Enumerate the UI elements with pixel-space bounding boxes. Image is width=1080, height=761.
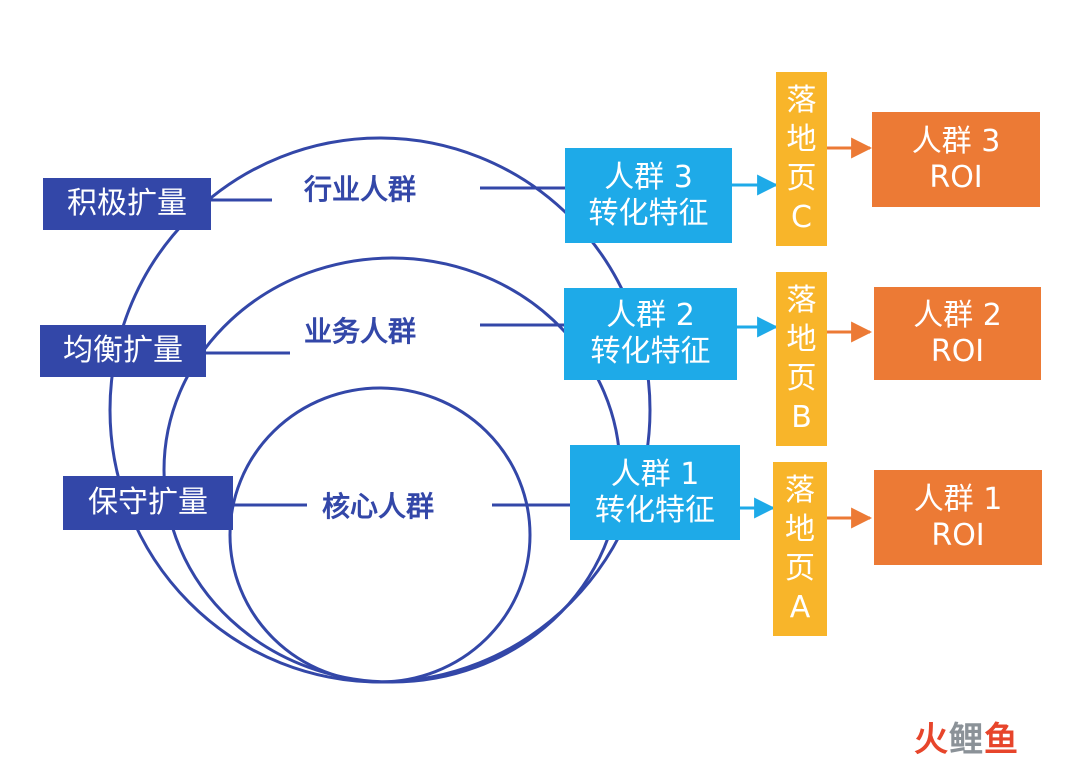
watermark-logo: 火 鲤 鱼 bbox=[914, 712, 1019, 761]
roi-2-box: 人群 2 ROI bbox=[874, 287, 1041, 380]
tier-active-box: 积极扩量 bbox=[43, 178, 211, 230]
roi-2-line2: ROI bbox=[930, 333, 985, 369]
tier-conservative-box: 保守扩量 bbox=[63, 476, 233, 530]
landing-page-b-char-4: B bbox=[791, 400, 812, 435]
roi-3-line2: ROI bbox=[929, 159, 983, 195]
landing-page-a-char-3: 页 bbox=[785, 551, 815, 586]
landing-page-c-char-4: C bbox=[791, 200, 812, 235]
feature-1-box: 人群 1 转化特征 bbox=[570, 445, 740, 540]
landing-page-b-char-1: 落 bbox=[786, 283, 817, 318]
tier-conservative-label: 保守扩量 bbox=[88, 485, 208, 520]
landing-page-a-char-2: 地 bbox=[785, 512, 815, 547]
feature-2-box: 人群 2 转化特征 bbox=[564, 288, 737, 380]
roi-2-line1: 人群 2 bbox=[913, 297, 1002, 333]
feature-2-line2: 转化特征 bbox=[590, 334, 711, 369]
segment-industry-label: 行业人群 bbox=[298, 168, 423, 208]
feature-2-line1: 人群 2 bbox=[606, 298, 695, 333]
roi-1-box: 人群 1 ROI bbox=[874, 470, 1042, 565]
landing-page-b-box: 落 地 页 B bbox=[776, 272, 827, 446]
landing-page-a-box: 落 地 页 A bbox=[773, 462, 827, 636]
tier-balanced-box: 均衡扩量 bbox=[40, 325, 206, 377]
feature-1-line1: 人群 1 bbox=[610, 456, 700, 492]
landing-page-b-char-2: 地 bbox=[786, 322, 817, 357]
tier-active-label: 积极扩量 bbox=[67, 186, 187, 221]
tier-balanced-label: 均衡扩量 bbox=[63, 333, 183, 368]
landing-page-c-char-2: 地 bbox=[786, 122, 817, 157]
roi-1-line1: 人群 1 bbox=[913, 481, 1003, 517]
feature-3-line1: 人群 3 bbox=[604, 159, 693, 195]
roi-3-line1: 人群 3 bbox=[911, 123, 1001, 159]
feature-3-line2: 转化特征 bbox=[588, 195, 709, 231]
segment-business-label: 业务人群 bbox=[298, 310, 423, 350]
landing-page-b-char-3: 页 bbox=[786, 361, 817, 396]
roi-3-box: 人群 3 ROI bbox=[872, 112, 1040, 207]
landing-page-a-char-4: A bbox=[789, 590, 811, 625]
watermark-part-1: 火 bbox=[914, 720, 949, 760]
watermark-part-3: 鱼 bbox=[984, 720, 1019, 760]
landing-page-c-char-3: 页 bbox=[786, 161, 817, 196]
roi-1-line2: ROI bbox=[931, 517, 985, 553]
segment-core-label: 核心人群 bbox=[316, 485, 441, 525]
landing-page-a-char-1: 落 bbox=[785, 473, 815, 508]
core-circle bbox=[228, 386, 532, 684]
feature-3-box: 人群 3 转化特征 bbox=[565, 148, 732, 243]
landing-page-c-char-1: 落 bbox=[786, 83, 817, 118]
watermark-part-2: 鲤 bbox=[949, 720, 984, 760]
landing-page-c-box: 落 地 页 C bbox=[776, 72, 827, 246]
feature-1-line2: 转化特征 bbox=[595, 492, 715, 528]
